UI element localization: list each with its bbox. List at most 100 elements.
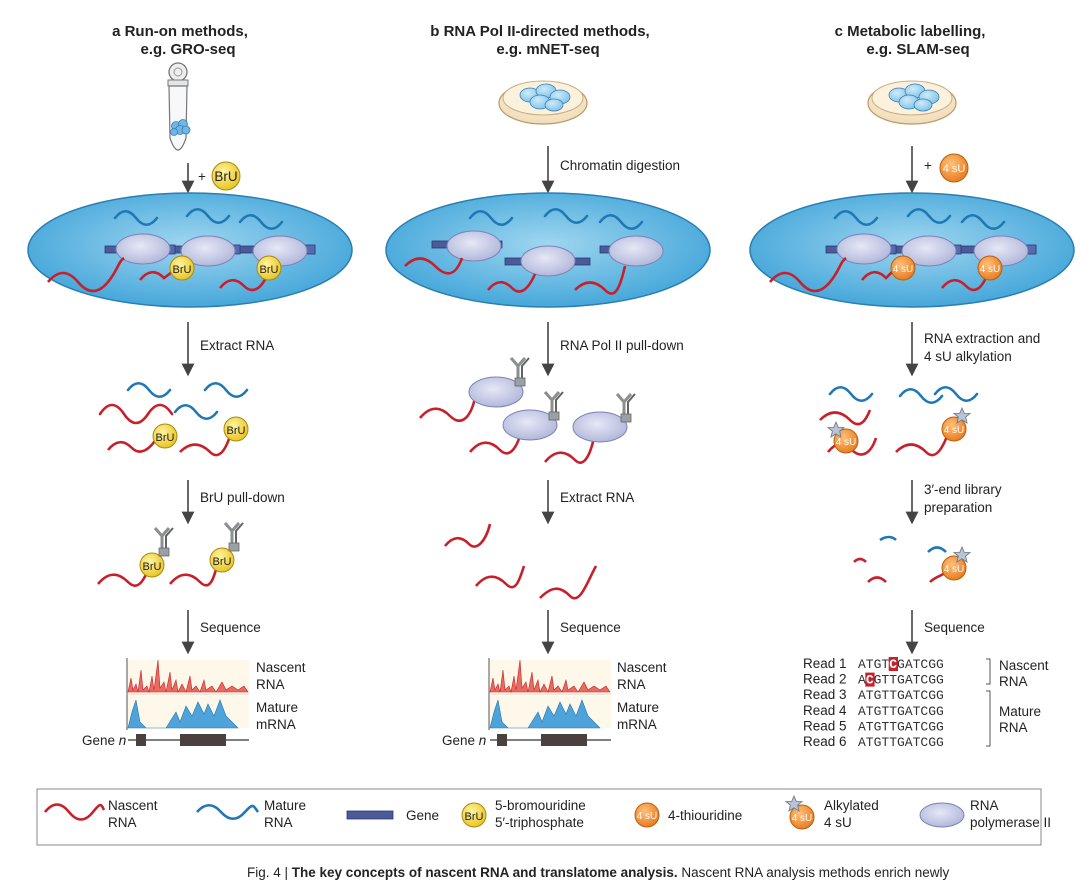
legend-alkylated-symbol [789, 804, 815, 830]
step-a-3: Sequence [200, 620, 261, 635]
svg-text:e.g. GRO-seq: e.g. GRO-seq [140, 41, 235, 58]
svg-text:4-thiouridine: 4-thiouridine [668, 808, 742, 823]
step-c-1b: 4 sU alkylation [924, 349, 1012, 364]
step-c-3: Sequence [924, 620, 985, 635]
step-a-2: BrU pull-down [200, 490, 285, 505]
svg-text:Mature: Mature [256, 700, 298, 715]
svg-text:4 sU: 4 sU [824, 815, 852, 830]
step1-arrows [181, 322, 919, 377]
step-c-2b: preparation [924, 500, 992, 515]
step3-arrows [181, 610, 919, 655]
svg-text:4 sU: 4 sU [637, 811, 658, 822]
svg-text:polymerase II: polymerase II [970, 815, 1051, 830]
svg-text:4 sU: 4 sU [944, 564, 965, 575]
mutation-highlight [865, 672, 875, 687]
reads-mature-l1: Mature [999, 704, 1041, 719]
svg-text:4 sU: 4 sU [836, 437, 857, 448]
svg-text:Gene: Gene [406, 808, 439, 823]
step-a-1: Extract RNA [200, 338, 274, 353]
nucleus-b [385, 192, 711, 308]
svg-text:BrU: BrU [465, 811, 484, 823]
svg-text:e.g. mNET-seq: e.g. mNET-seq [496, 41, 599, 58]
reads-nascent-l2: RNA [999, 674, 1028, 689]
step0-arrows [181, 146, 919, 194]
nucleus-a: BrU BrU [27, 192, 353, 308]
svg-text:BrU: BrU [213, 556, 232, 568]
svg-text:Mature: Mature [264, 798, 306, 813]
svg-text:RNA: RNA [264, 815, 293, 830]
read-sequence: ACGTTGATCGG [858, 673, 944, 688]
tube-icon [167, 62, 191, 151]
svg-text:4 sU: 4 sU [943, 163, 966, 175]
read-sequence: ATGTTGATCGG [858, 704, 944, 719]
svg-text:4 sU: 4 sU [944, 425, 965, 436]
read-label: Read 2 [803, 672, 847, 687]
svg-text:e.g. SLAM-seq: e.g. SLAM-seq [866, 41, 969, 58]
reads-mature-l2: RNA [999, 720, 1028, 735]
legend-bru-symbol [461, 802, 487, 828]
svg-text:4 sU: 4 sU [893, 264, 914, 275]
polii-pulldown-b [419, 356, 637, 464]
mutation-highlight [888, 657, 898, 671]
svg-text:5-bromouridine: 5-bromouridine [495, 798, 586, 813]
svg-text:BrU: BrU [156, 432, 175, 444]
svg-text:b RNA Pol II-directed methods,: b RNA Pol II-directed methods, [430, 23, 649, 40]
svg-text:BrU: BrU [260, 264, 279, 276]
step-a-plus: + [198, 169, 206, 184]
extracted-rna-b [443, 523, 598, 600]
svg-text:RNA: RNA [970, 798, 999, 813]
svg-text:Alkylated: Alkylated [824, 798, 879, 813]
svg-text:Mature: Mature [617, 700, 659, 715]
extracted-rna-a: BrU BrU [98, 381, 249, 457]
svg-text:mRNA: mRNA [256, 717, 296, 732]
culture-dish-icon-b [498, 80, 588, 125]
svg-text:RNA: RNA [617, 677, 646, 692]
read-sequence: ATGTTGATCGG [858, 719, 944, 734]
legend-gene-symbol [346, 810, 394, 820]
step-b-3: Sequence [560, 620, 621, 635]
reads-table: Read 1 ATGTCGATCGG Read 2 ACGTTGATCGG Read 3… [803, 656, 944, 750]
read-sequence: ATGTTGATCGG [858, 688, 944, 703]
figure-caption: Fig. 4 | The key concepts of nascent RNA… [247, 865, 950, 880]
legend-nascent-symbol [43, 803, 106, 821]
svg-text:Gene n: Gene n [82, 733, 126, 748]
legend-4su-symbol [634, 802, 660, 828]
read-sequence: ATGTCGATCGG [858, 657, 944, 672]
panel-b-title: b RNA Pol II-directed methods, e.g. mNET… [430, 23, 649, 58]
svg-text:Gene n: Gene n [442, 733, 486, 748]
legend: Nascent RNA Mature RNA Gene BrU 5-bromou… [36, 788, 1051, 846]
step-c-1a: RNA extraction and [924, 331, 1040, 346]
svg-text:Nascent: Nascent [108, 798, 158, 813]
svg-text:a Run-on methods,: a Run-on methods, [112, 23, 248, 40]
read-label: Read 4 [803, 703, 847, 718]
culture-dish-icon-c [867, 80, 957, 125]
foursu-reagent: 4 sU [939, 153, 969, 183]
read-label: Read 6 [803, 734, 847, 749]
step-b-0: Chromatin digestion [560, 158, 680, 173]
read-label: Read 5 [803, 718, 847, 733]
step-c-plus: + [924, 158, 932, 173]
panel-c-title: c Metabolic labelling, e.g. SLAM-seq [835, 23, 986, 58]
step-b-1: RNA Pol II pull-down [560, 338, 684, 353]
read-label: Read 3 [803, 687, 847, 702]
bru-pulldown-a: BrU BrU [97, 521, 245, 587]
reads-nascent-l1: Nascent [999, 658, 1049, 673]
svg-text:c Metabolic labelling,: c Metabolic labelling, [835, 23, 986, 40]
nucleus-c: 4 sU 4 sU [749, 192, 1075, 308]
tracks-b: Nascent RNA Mature mRNA Gene n [442, 658, 667, 748]
legend-pol-symbol [919, 802, 965, 828]
read-sequence: ATGTTGATCGG [858, 735, 944, 750]
svg-text:Nascent: Nascent [617, 660, 667, 675]
legend-mature-symbol [196, 803, 260, 821]
svg-text:mRNA: mRNA [617, 717, 657, 732]
svg-text:RNA: RNA [108, 815, 137, 830]
svg-text:RNA: RNA [256, 677, 285, 692]
svg-text:5′-triphosphate: 5′-triphosphate [495, 815, 584, 830]
step-c-2a: 3′-end library [924, 482, 1002, 497]
read-label: Read 1 [803, 656, 847, 671]
svg-text:BrU: BrU [173, 264, 192, 276]
tracks-a: Nascent RNA Mature mRNA Gene n [82, 658, 306, 748]
extracted-rna-c: 4 sU 4 sU [819, 385, 979, 457]
svg-text:BrU: BrU [143, 561, 162, 573]
